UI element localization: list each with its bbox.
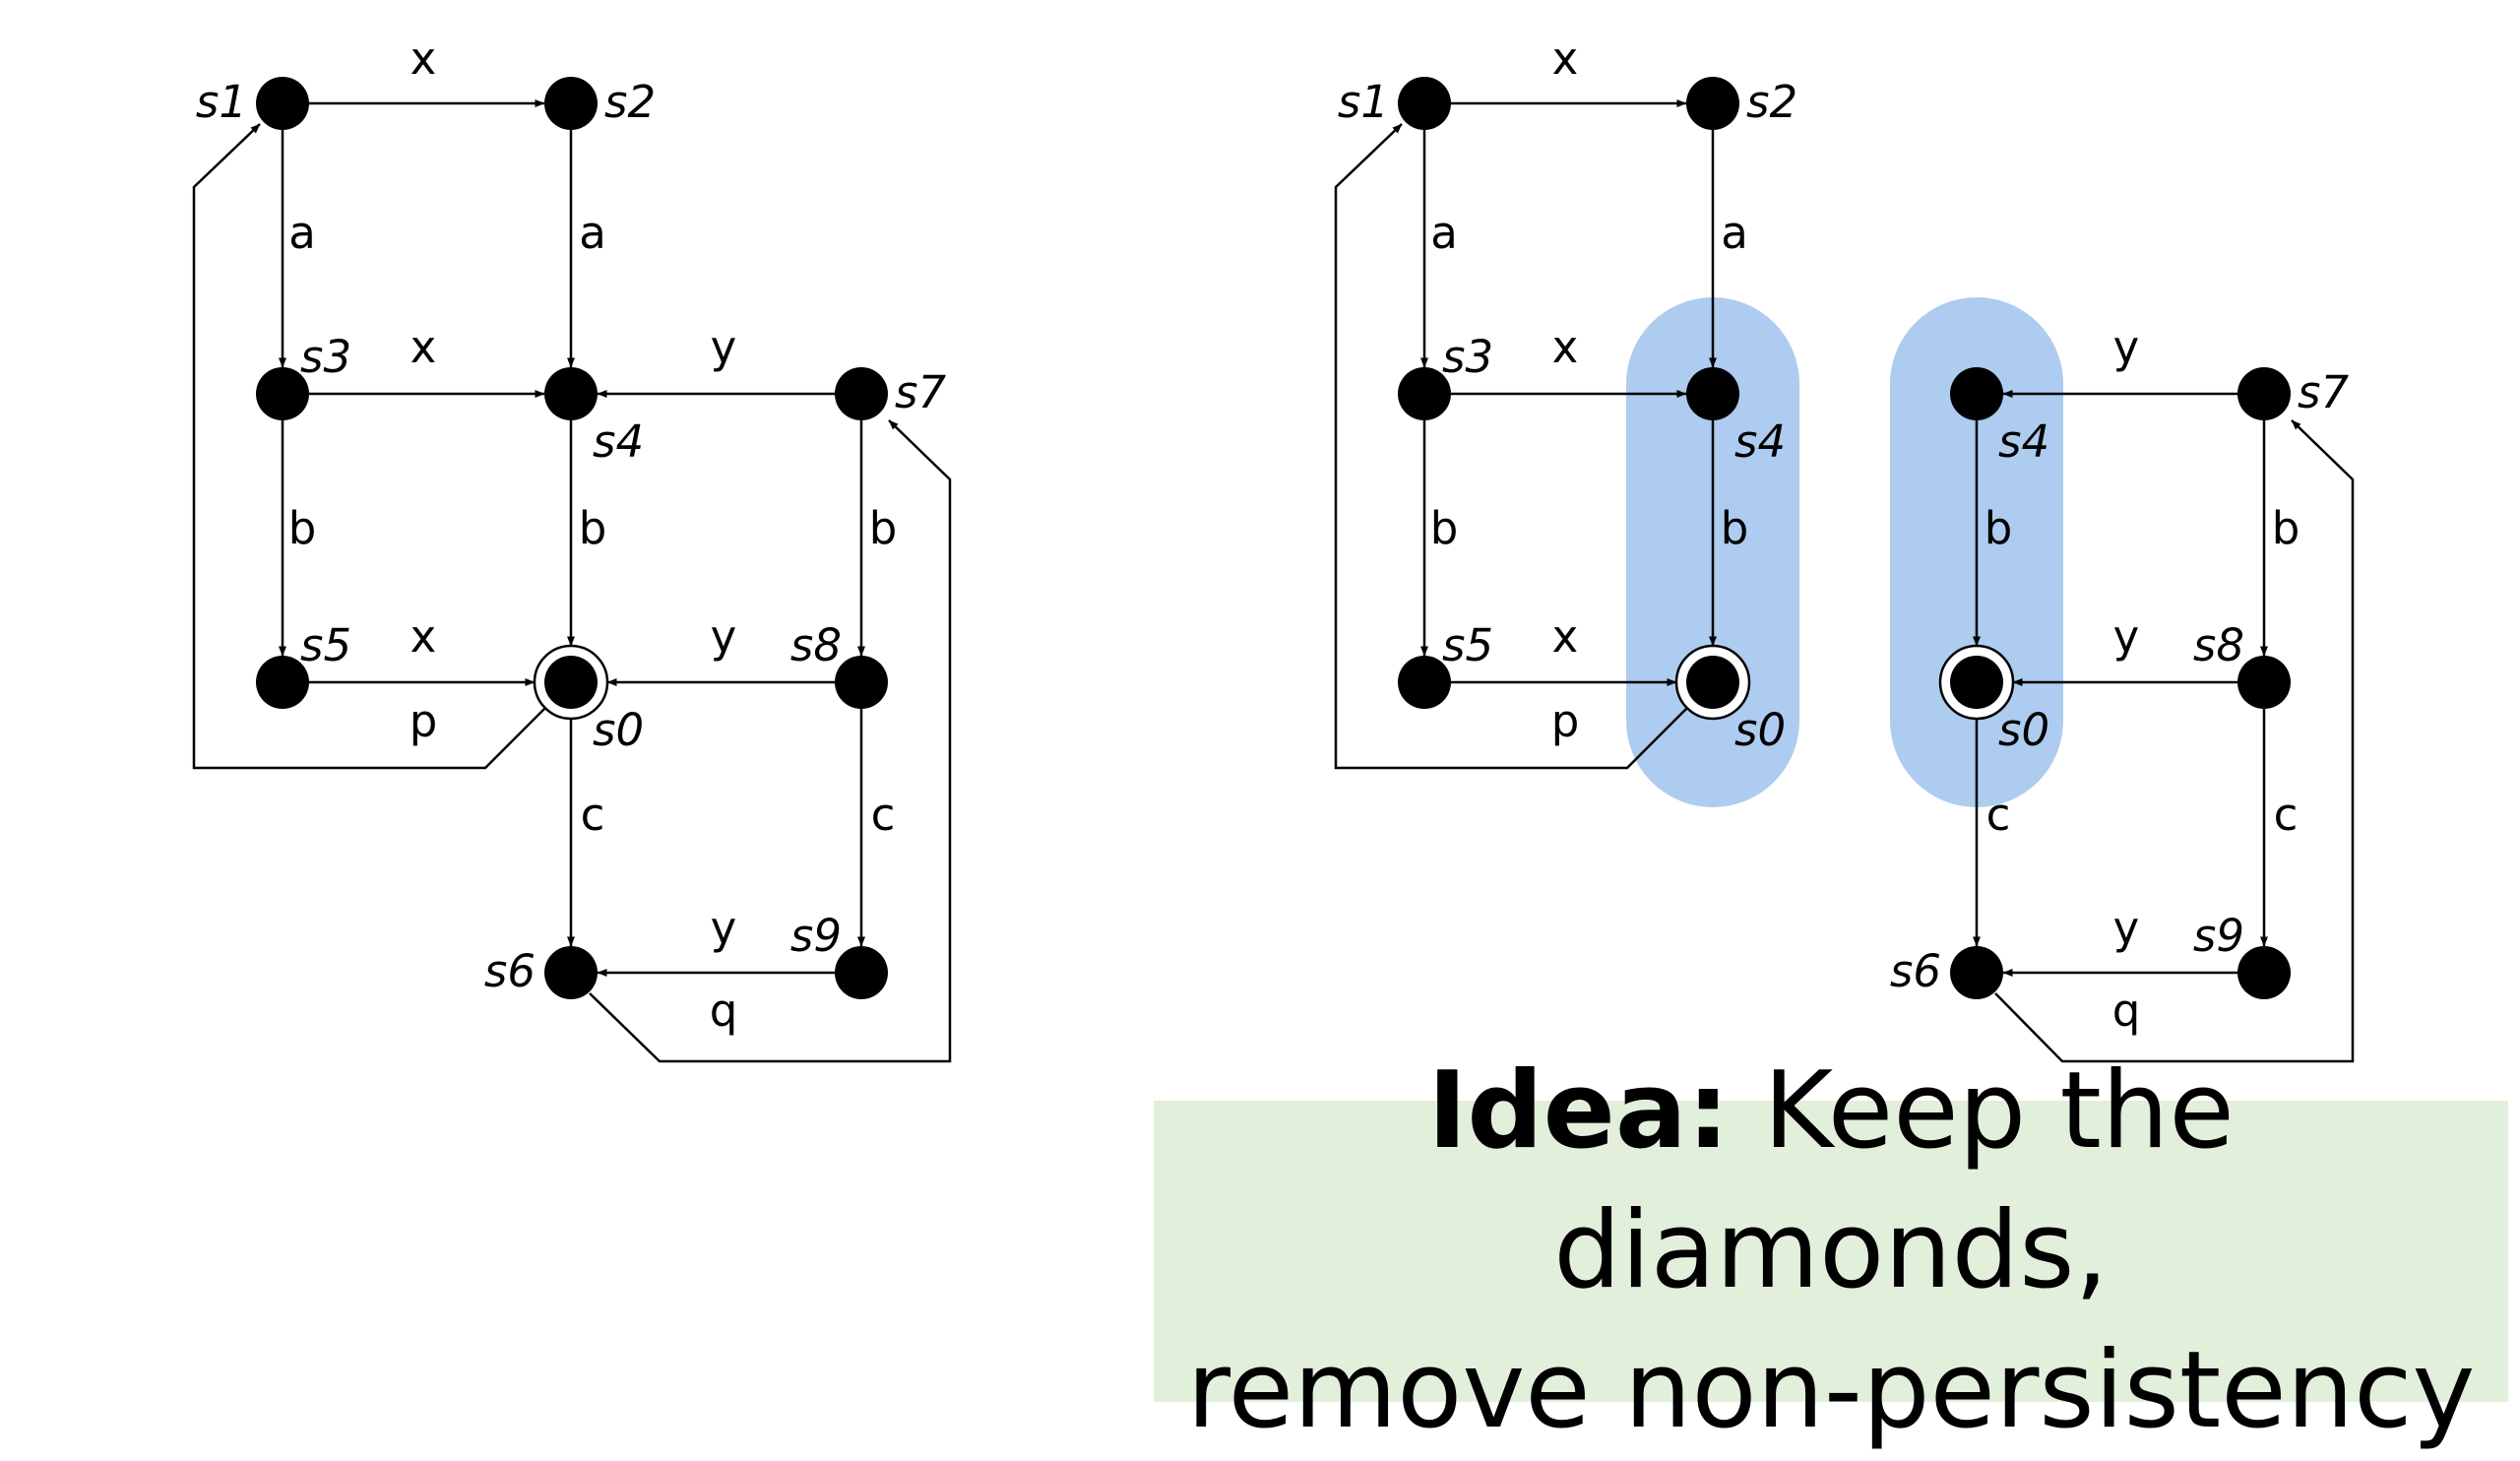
state-s5	[1398, 656, 1451, 709]
transition-label-s6-s7: q	[710, 985, 738, 1037]
state-s2	[544, 77, 598, 130]
state-label-s5: s5	[300, 619, 351, 671]
transition-label-s1-s2: x	[1552, 32, 1579, 85]
state-s1	[1398, 77, 1451, 130]
transition-label-s3-s5: b	[1430, 502, 1459, 554]
transition-label-s2-s4a: a	[1721, 207, 1748, 259]
state-label-s0a: s0	[1734, 704, 1786, 756]
state-label-s2: s2	[604, 76, 656, 128]
state-label-s1: s1	[196, 76, 247, 128]
state-s7	[2237, 367, 2291, 420]
transition-label-s6-s7: q	[2112, 985, 2141, 1037]
transition-s0-s1	[192, 123, 547, 770]
transition-label-s0-s6: c	[581, 789, 605, 841]
transition-label-s1-s3: a	[1430, 207, 1458, 259]
state-s6	[1950, 946, 2003, 999]
state-label-s4a: s4	[1734, 415, 1786, 468]
idea-text-1: Keep the diamonds,	[1553, 1049, 2235, 1312]
transition-label-s7-s8: b	[2272, 502, 2300, 554]
transition-label-s8-s0: y	[711, 610, 737, 663]
idea-callout: Idea: Keep the diamonds, remove non-pers…	[1154, 1049, 2508, 1452]
state-s5	[256, 656, 309, 709]
transition-label-s2-s4: a	[579, 207, 606, 259]
transition-label-s3-s4a: x	[1552, 321, 1579, 373]
state-s4	[544, 367, 598, 420]
transition-label-s9-s6: y	[711, 902, 737, 954]
transition-label-s8-s0b: y	[2113, 610, 2140, 663]
state-label-s8: s8	[2193, 619, 2244, 671]
transition-label-s5-s0a: x	[1552, 610, 1579, 663]
state-label-s4b: s4	[1998, 415, 2049, 468]
state-label-s3: s3	[300, 331, 351, 383]
idea-line-2: remove non-persistency	[1186, 1329, 2476, 1452]
state-label-s6: s6	[484, 945, 536, 997]
transition-label-s1-s2: x	[410, 32, 437, 85]
state-label-s3: s3	[1442, 331, 1493, 383]
idea-lead: Idea:	[1427, 1049, 1730, 1173]
transition-label-s4b-s0b: b	[1984, 502, 2013, 554]
state-s9	[835, 946, 888, 999]
state-s0b	[1950, 656, 2003, 709]
transition-label-s8-s9: c	[871, 789, 896, 841]
state-label-s2: s2	[1746, 76, 1797, 128]
state-s0a	[1686, 656, 1739, 709]
idea-line-1: Idea: Keep the diamonds,	[1154, 1042, 2508, 1321]
state-label-s6: s6	[1890, 945, 1941, 997]
state-label-s1: s1	[1338, 76, 1389, 128]
state-s4a	[1686, 367, 1739, 420]
transition-label-s9-s6: y	[2113, 902, 2140, 954]
state-s6	[544, 946, 598, 999]
state-label-s9: s9	[790, 910, 842, 962]
state-s4b	[1950, 367, 2003, 420]
transition-label-s7-s4: y	[711, 321, 737, 373]
transition-label-s0a-s1: p	[1551, 695, 1580, 747]
state-s7	[835, 367, 888, 420]
state-s9	[2237, 946, 2291, 999]
state-label-s0b: s0	[1998, 704, 2049, 756]
transition-s0a-s1	[1334, 123, 1689, 770]
state-label-s5: s5	[1442, 619, 1493, 671]
state-s3	[1398, 367, 1451, 420]
state-label-s0: s0	[593, 704, 644, 756]
transition-s6-s7	[1994, 419, 2355, 1063]
state-label-s7: s7	[895, 366, 946, 418]
transition-label-s4-s0: b	[579, 502, 607, 554]
transition-label-s5-s0: x	[410, 610, 437, 663]
state-label-s8: s8	[790, 619, 842, 671]
transition-label-s0-s1: p	[410, 695, 438, 747]
state-s0	[544, 656, 598, 709]
state-s3	[256, 367, 309, 420]
transition-label-s7-s8: b	[869, 502, 898, 554]
state-s2	[1686, 77, 1739, 130]
state-s1	[256, 77, 309, 130]
transition-s6-s7	[589, 419, 952, 1063]
transition-label-s1-s3: a	[288, 207, 316, 259]
transition-label-s0b-s6: c	[1986, 789, 2011, 841]
transition-label-s7-s4b: y	[2113, 321, 2140, 373]
state-label-s7: s7	[2298, 366, 2349, 418]
transition-label-s8-s9: c	[2274, 789, 2299, 841]
state-label-s9: s9	[2193, 910, 2244, 962]
state-label-s4: s4	[593, 415, 644, 468]
transition-label-s3-s4: x	[410, 321, 437, 373]
transition-label-s3-s5: b	[288, 502, 317, 554]
state-s8	[2237, 656, 2291, 709]
state-s8	[835, 656, 888, 709]
transition-label-s4a-s0a: b	[1721, 502, 1749, 554]
